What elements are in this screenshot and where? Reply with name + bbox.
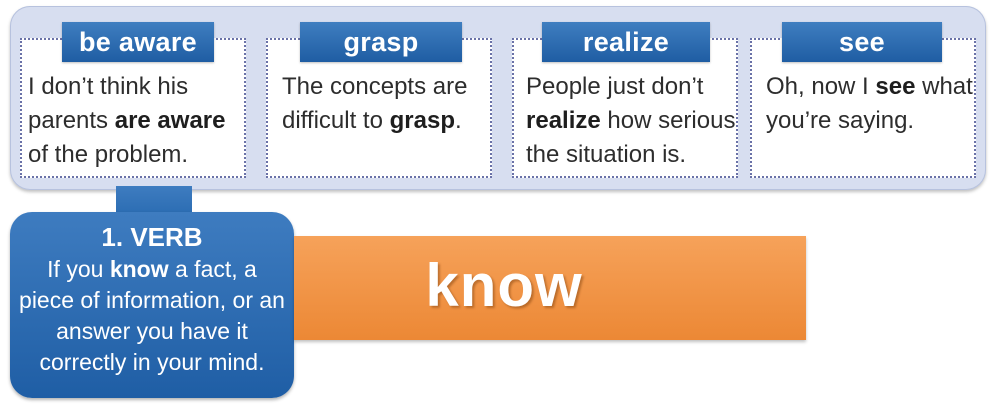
example-text: Oh, now I [766, 73, 876, 100]
example-keyword: grasp [389, 107, 455, 134]
example-text: People just don’t [526, 73, 704, 100]
headword-banner: know [294, 236, 806, 340]
example-text: how serious the situation is. [526, 107, 736, 168]
definition-text: If you know a fact, a piece of informati… [18, 254, 286, 378]
example-text: The concepts are difficult to [282, 73, 468, 134]
synonym-tag-see: see [782, 22, 942, 62]
definition-box: 1. VERB If you know a fact, a piece of i… [10, 212, 294, 398]
definition-keyword: know [109, 256, 169, 282]
definition-text-end: a fact, a piece of information, or an an… [19, 256, 285, 375]
example-keyword: are aware [114, 107, 226, 134]
synonym-example-realize: People just don’t realize how serious th… [526, 70, 740, 172]
synonym-tag-grasp: grasp [300, 22, 462, 62]
example-text: . [454, 107, 462, 134]
definition-title: 1. VERB [101, 222, 203, 252]
synonym-tag-be-aware: be aware [62, 22, 214, 62]
synonym-example-grasp: The concepts are difficult to grasp. [282, 70, 496, 138]
headword: know [425, 252, 583, 319]
synonym-example-see: Oh, now I see what you’re saying. [766, 70, 980, 138]
example-keyword: see [875, 73, 916, 100]
connector-stem [116, 186, 192, 216]
synonym-tag-realize: realize [542, 22, 710, 62]
example-text: of the problem. [28, 141, 189, 168]
example-keyword: realize [526, 107, 601, 134]
example-text: what you’re saying. [766, 73, 973, 134]
synonym-example-be-aware: I don’t think his parents are aware of t… [28, 70, 242, 172]
synonyms-panel: be aware I don’t think his parents are a… [10, 6, 986, 190]
definition-text-start: If you [47, 256, 110, 282]
example-text: I don’t think his parents [28, 73, 189, 134]
